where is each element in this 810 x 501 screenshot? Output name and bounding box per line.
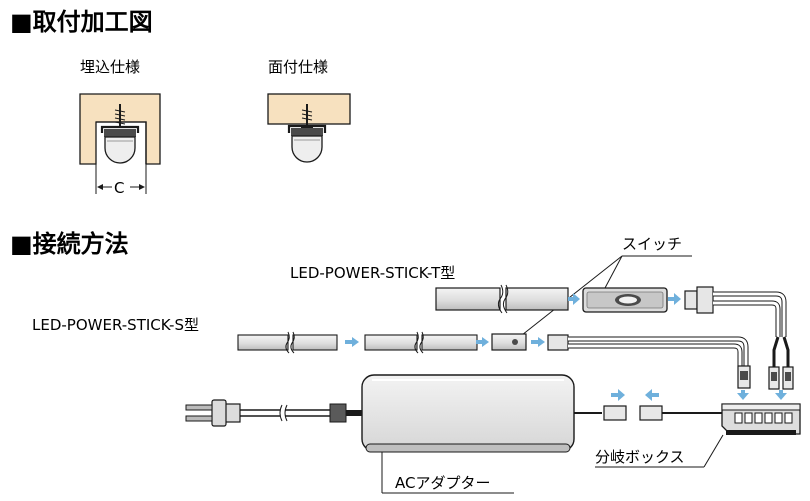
arrow-icon: [482, 337, 489, 347]
arrow-icon: [352, 337, 359, 347]
s-type-switch: [491, 333, 527, 351]
t-type-stick: [435, 284, 569, 314]
s-type-stick-1: [237, 331, 338, 354]
connection-section-title: ■接続方法: [10, 230, 129, 258]
junction-box-label: 分岐ボックス: [595, 448, 685, 466]
surface-mount-label: 面付仕様: [268, 58, 328, 76]
surface-mount-illustration: [267, 93, 351, 163]
junction-box: [721, 403, 801, 435]
ac-adapter-label: ACアダプター: [395, 474, 490, 492]
plug-arrows: [611, 389, 659, 401]
dimension-c: C: [95, 164, 147, 197]
arrow-icon: [674, 293, 681, 305]
ac-cord: [185, 399, 362, 427]
s-type-stick-2: [364, 331, 478, 354]
dimension-label-c: C: [114, 179, 124, 197]
arrow-icon: [573, 293, 580, 305]
t-type-label: LED-POWER-STICK-T型: [290, 264, 455, 282]
s-type-connector: [547, 334, 751, 389]
recessed-mount-illustration: [79, 93, 161, 165]
mounting-section-title: ■取付加工図: [10, 8, 153, 36]
recessed-mount-label: 埋込仕様: [80, 58, 140, 76]
t-type-switch: [582, 287, 668, 313]
ac-adapter: [361, 374, 575, 453]
switch-label: スイッチ: [622, 235, 682, 253]
t-type-connector: [684, 286, 794, 390]
arrow-icon: [538, 337, 545, 347]
s-type-label: LED-POWER-STICK-S型: [32, 316, 199, 334]
down-arrows: [737, 390, 787, 400]
